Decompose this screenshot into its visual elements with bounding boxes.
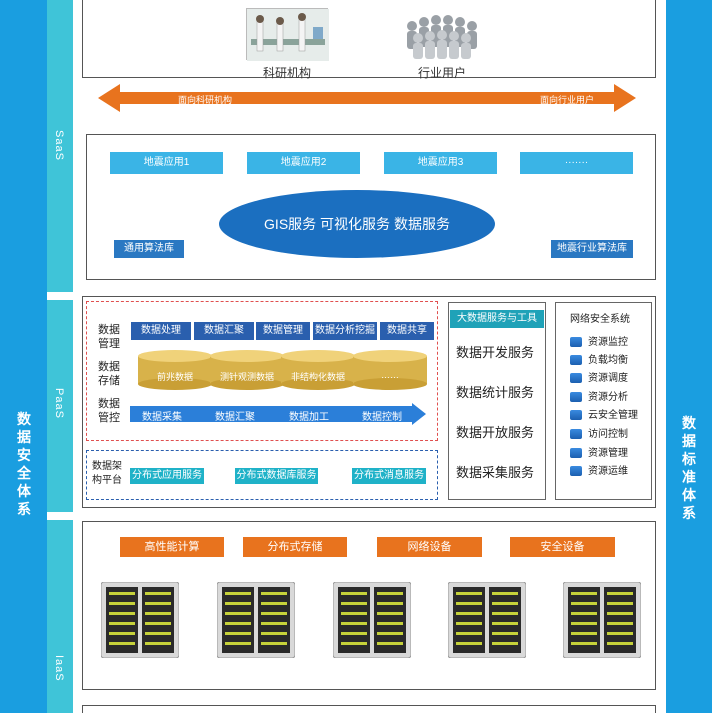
left-side-title: 数据安全体系 <box>17 411 31 517</box>
saas-layer-label: SaaS <box>53 130 65 161</box>
storage-label: …… <box>381 370 399 380</box>
direction-arrow <box>98 84 636 112</box>
infrastructure-item: 高性能计算 <box>120 537 224 557</box>
shield-check-icon <box>570 429 582 440</box>
security-item: 资源分析 <box>570 388 628 403</box>
server-rack-icon <box>100 581 180 663</box>
core-services-ellipse: GIS服务 可视化服务 数据服务 <box>219 190 495 258</box>
bigdata-title: 大数据服务与工具 <box>450 310 544 328</box>
layer-bar <box>47 0 73 713</box>
security-item: 资源监控 <box>570 333 628 348</box>
storage-cylinder: …… <box>353 350 427 395</box>
bigdata-service: 数据开发服务 <box>456 345 535 360</box>
iaas-layer-label: IaaS <box>53 655 65 682</box>
security-item: 访问控制 <box>570 425 628 440</box>
architecture-group <box>86 450 438 500</box>
control-item: 数据采集 <box>142 412 182 423</box>
security-item: 资源运维 <box>570 462 628 477</box>
arrow-left-text: 面向科研机构 <box>178 95 233 105</box>
shield-check-icon <box>570 448 582 459</box>
app-box: 地震应用2 <box>247 152 360 174</box>
bigdata-service: 数据开放服务 <box>456 425 535 440</box>
app-box: ······· <box>520 152 633 174</box>
bigdata-service: 数据采集服务 <box>456 465 535 480</box>
server-rack-icon <box>447 581 527 663</box>
management-item: 数据管理 <box>256 322 310 340</box>
infrastructure-item: 网络设备 <box>377 537 482 557</box>
management-item: 数据分析挖掘 <box>313 322 377 340</box>
storage-cylinder: 测针观测数据 <box>210 350 284 395</box>
users-frame <box>82 0 656 78</box>
right-side-title: 数据标准体系 <box>682 415 696 521</box>
storage-label: 前兆数据 <box>156 372 193 382</box>
right-side-bar <box>666 0 712 713</box>
paas-layer-label: PaaS <box>53 388 65 419</box>
shield-check-icon <box>570 466 582 477</box>
data-management-label: 数据管理 <box>98 324 120 350</box>
security-panel <box>555 302 652 500</box>
management-item: 数据处理 <box>131 322 191 340</box>
architecture-label: 数据架构平台 <box>92 461 122 486</box>
security-item: 资源管理 <box>570 444 628 459</box>
management-item: 数据共享 <box>380 322 434 340</box>
architecture-item: 分布式应用服务 <box>130 468 204 484</box>
shield-check-icon <box>570 355 582 366</box>
layer-separator <box>47 512 73 520</box>
seismic-algorithm-library: 地震行业算法库 <box>551 240 633 258</box>
industry-users-image <box>402 12 482 60</box>
data-control-label: 数据管控 <box>98 398 120 424</box>
infrastructure-item: 安全设备 <box>510 537 615 557</box>
control-item: 数据加工 <box>289 412 329 423</box>
infrastructure-item: 分布式存储 <box>243 537 347 557</box>
security-item: 资源调度 <box>570 369 628 384</box>
shield-check-icon <box>570 410 582 421</box>
server-rack-icon <box>332 581 412 663</box>
control-item: 数据汇聚 <box>215 412 255 423</box>
storage-cylinder: 非结构化数据 <box>281 350 355 395</box>
research-lab-image <box>246 8 329 61</box>
server-rack-icon <box>216 581 296 663</box>
left-side-bar <box>0 0 47 713</box>
security-title: 网络安全系统 <box>570 314 630 325</box>
shield-check-icon <box>570 337 582 348</box>
security-item: 云安全管理 <box>570 406 638 421</box>
architecture-item: 分布式消息服务 <box>352 468 426 484</box>
app-box: 地震应用1 <box>110 152 223 174</box>
control-arrow <box>130 403 426 425</box>
data-governance-group <box>86 301 438 441</box>
data-storage-label: 数据存储 <box>98 361 120 387</box>
storage-cylinder: 前兆数据 <box>138 350 212 395</box>
bigdata-service: 数据统计服务 <box>456 385 535 400</box>
shield-check-icon <box>570 373 582 384</box>
bottom-frame <box>82 705 656 713</box>
server-rack-icon <box>562 581 642 663</box>
research-institutions-label: 科研机构 <box>262 66 311 80</box>
general-algorithm-library: 通用算法库 <box>114 240 184 258</box>
bigdata-panel <box>448 302 546 500</box>
architecture-item: 分布式数据库服务 <box>235 468 318 484</box>
app-box: 地震应用3 <box>384 152 497 174</box>
layer-separator <box>47 292 73 300</box>
shield-check-icon <box>570 392 582 403</box>
arrow-right-text: 面向行业用户 <box>540 95 595 105</box>
industry-users-label: 行业用户 <box>417 66 466 80</box>
storage-label: 非结构化数据 <box>290 372 345 382</box>
management-item: 数据汇聚 <box>194 322 254 340</box>
security-item: 负载均衡 <box>570 351 628 366</box>
storage-label: 测针观测数据 <box>219 372 274 382</box>
control-item: 数据控制 <box>362 412 402 423</box>
